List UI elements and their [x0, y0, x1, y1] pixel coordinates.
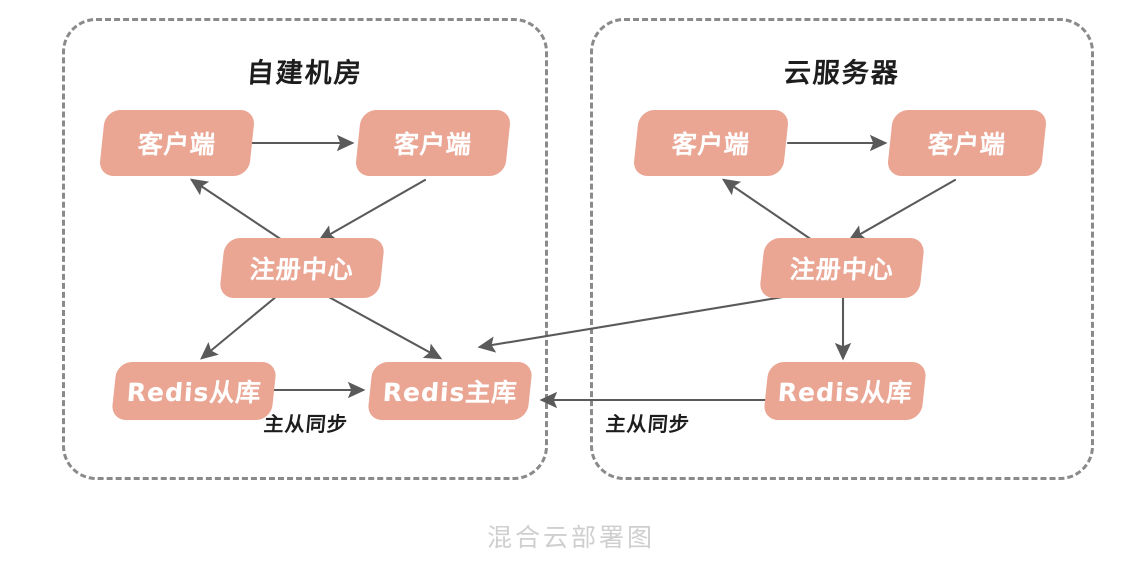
node-l-client-2-label: 客户端 — [392, 130, 473, 159]
node-r-registry-label: 注册中心 — [788, 255, 895, 284]
node-r-client-1[interactable]: 客户端 — [632, 110, 790, 176]
node-l-redis-master[interactable]: Redis主库 — [366, 362, 534, 420]
node-l-redis-slave-label: Redis从库 — [125, 378, 263, 407]
node-l-client-1[interactable]: 客户端 — [98, 110, 256, 176]
zone-on-premise: 自建机房 — [62, 18, 548, 480]
node-r-client-2-label: 客户端 — [926, 130, 1007, 159]
node-l-client-2[interactable]: 客户端 — [354, 110, 512, 176]
edge-label-l-sync-text: 主从同步 — [262, 412, 349, 436]
edge-label-r-sync: 主从同步 — [605, 408, 692, 437]
node-l-redis-master-label: Redis主库 — [381, 378, 519, 407]
zone-cloud-server-title: 云服务器 — [782, 58, 901, 89]
node-l-redis-slave[interactable]: Redis从库 — [110, 362, 278, 420]
zone-cloud-server: 云服务器 — [590, 18, 1094, 480]
node-r-redis-slave[interactable]: Redis从库 — [762, 362, 928, 420]
diagram-caption: 混合云部署图 — [486, 523, 655, 552]
node-r-client-2[interactable]: 客户端 — [886, 110, 1048, 176]
node-l-client-1-label: 客户端 — [136, 130, 217, 159]
node-l-registry-label: 注册中心 — [248, 255, 355, 284]
node-r-redis-slave-label: Redis从库 — [776, 378, 914, 407]
zone-on-premise-title: 自建机房 — [245, 58, 364, 89]
edge-label-l-sync: 主从同步 — [263, 408, 350, 437]
edge-label-r-sync-text: 主从同步 — [604, 412, 691, 436]
node-l-registry[interactable]: 注册中心 — [218, 238, 386, 298]
node-r-registry[interactable]: 注册中心 — [758, 238, 926, 298]
node-r-client-1-label: 客户端 — [670, 130, 751, 159]
